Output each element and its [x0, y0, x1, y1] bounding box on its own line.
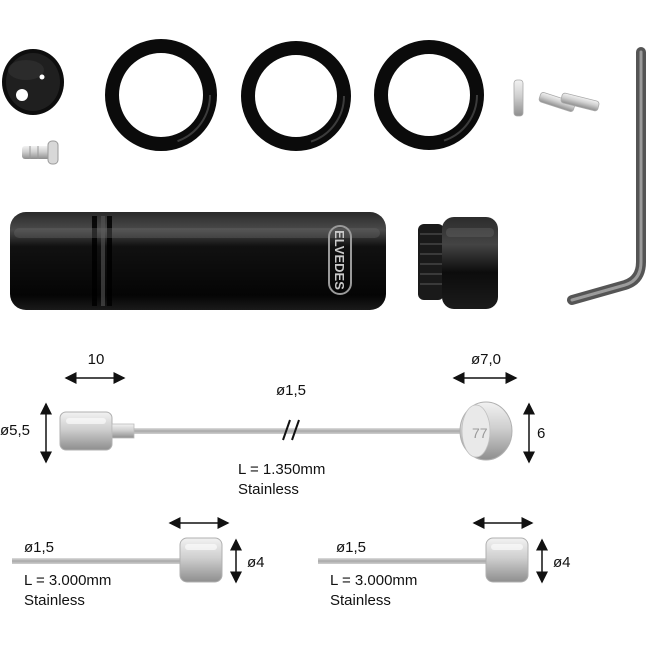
top-head-right-dim-label: ø7,0 — [470, 351, 502, 368]
top-head-right-height-label: 6 — [537, 425, 546, 442]
o-ring-3 — [374, 40, 484, 150]
o-ring-2 — [241, 41, 351, 151]
bl-head-height-label: ø4 — [247, 554, 265, 571]
bl-wire-dim-label: ø1,5 — [24, 539, 55, 556]
tool-cylinder-body: ELVEDES — [10, 212, 386, 310]
top-head-left-height-label: ø5,5 — [0, 422, 31, 439]
br-head-height-label: ø4 — [553, 554, 571, 571]
bottom-right-cable — [318, 517, 548, 584]
bottom-left-cable — [12, 517, 242, 584]
svg-text:77: 77 — [472, 425, 488, 441]
top-cable: 77 — [40, 372, 535, 464]
o-ring-1 — [105, 39, 217, 151]
br-wire-dim-label: ø1,5 — [336, 539, 367, 556]
top-length-dim-label: 10 — [87, 351, 105, 368]
brand-logo: ELVEDES — [328, 225, 352, 295]
top-wire-dim-label: ø1,5 — [275, 382, 307, 399]
cable-end-pins — [513, 79, 600, 117]
top-length-label: L = 1.350mm — [238, 461, 326, 478]
svg-text:ELVEDES: ELVEDES — [332, 230, 347, 290]
threaded-cap — [418, 217, 498, 309]
br-material-label: Stainless — [330, 592, 391, 609]
top-material-label: Stainless — [238, 481, 299, 498]
small-screw — [22, 140, 59, 165]
hex-key — [567, 47, 646, 305]
br-length-label: L = 3.000mm — [330, 572, 418, 589]
end-cap-disc — [2, 49, 64, 115]
bl-material-label: Stainless — [24, 592, 85, 609]
bl-length-label: L = 3.000mm — [24, 572, 112, 589]
